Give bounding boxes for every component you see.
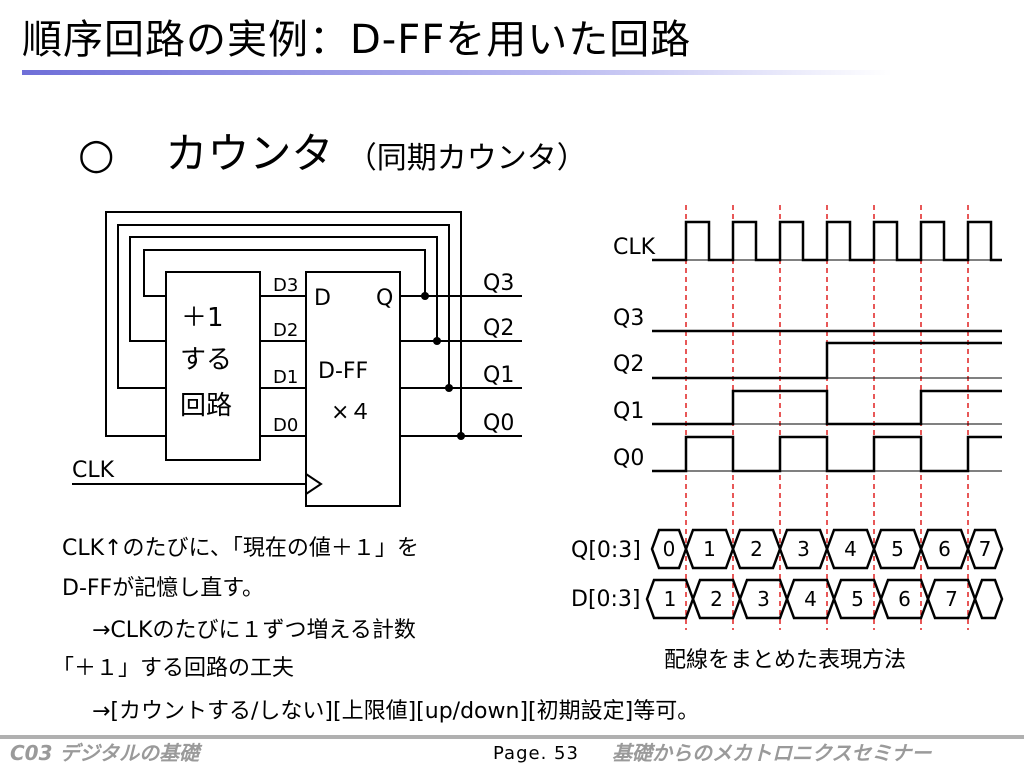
bus-q-segment [966,528,1004,570]
q2-waveform [652,341,1002,380]
dff-name: D-FF [318,359,368,384]
bus-d-value: 3 [757,587,770,611]
bus-d-value: 6 [898,587,911,611]
section-heading: ○ カウンタ （同期カウンタ） [78,126,587,187]
d0-label: D0 [273,415,298,436]
text-line-4: 「＋１」する回路の工夫 [52,656,295,681]
bus-q-value: 2 [750,537,763,561]
bus-q-value: 1 [703,537,716,561]
junction-dot [433,337,441,345]
q0-waveform [652,435,1002,473]
bus-q-value: 5 [891,537,904,561]
bus-q-value: 4 [844,537,857,561]
feedback-wire-q0 [105,211,462,437]
q2-label: Q2 [483,316,514,341]
q3-signal-label: Q3 [613,306,644,331]
q0-label: Q0 [483,411,514,436]
bus-d-value: 7 [945,587,958,611]
q1-label: Q1 [483,363,514,388]
bus-waveforms: 0 1 2 3 4 5 6 7 1 2 3 4 5 6 7 [645,528,1004,620]
q1-signal-label: Q1 [613,399,644,424]
text-line-3: →CLKのたびに１ずつ増える計数 [92,618,416,643]
footer-series-title: 基礎からのメカトロニクスセミナー [612,741,932,765]
footer-page-number: Page. 53 [493,743,579,764]
junction-dot [445,384,453,392]
dff-q-pin: Q [376,286,393,311]
d3-label: D3 [273,275,298,296]
text-line-2: D-FFが記憶し直す。 [62,576,264,601]
adder-label-3: 回路 [180,391,232,421]
footer-rule [0,735,1024,739]
bus-q-value: 3 [797,537,810,561]
dff-count: ×４ [331,400,371,425]
bus-q-label: Q[0:3] [571,538,641,563]
clk-input-label: CLK [72,458,115,483]
title-underline [22,70,892,75]
bus-d-value: 4 [804,587,817,611]
heading-text: カウンタ [165,129,334,178]
clk-waveform [652,220,1002,262]
text-line-5: →[カウントする/しない][上限値][up/down][初期設定]等可。 [92,699,700,724]
bus-q-value: 7 [979,537,992,561]
timing-labels: CLK Q3 Q2 Q1 Q0 Q[0:3] D[0:3] 配線をまとめた表現方… [571,235,906,673]
text-line-1: CLK↑のたびに、「現在の値＋１」を [62,536,419,561]
junction-dots [421,292,465,440]
bus-d-value: 2 [710,587,723,611]
adder-label-2: する [180,345,232,375]
page-title: 順序回路の実例：D-FFを用いた回路 [22,17,692,63]
heading-subtext: （同期カウンタ） [346,141,587,176]
adder-label-1: ＋1 [181,303,224,333]
bus-caption: 配線をまとめた表現方法 [664,648,906,673]
bus-d-label: D[0:3] [571,587,641,612]
feedback-wire-q2 [129,236,438,342]
q2-signal-label: Q2 [613,352,644,377]
dff-d-pin: D [314,286,331,311]
q1-waveform [652,389,1002,426]
feedback-wire-q1 [117,224,450,389]
clk-signal-label: CLK [613,235,656,260]
signal-baselines [652,259,1002,472]
junction-dot [421,292,429,300]
d1-label: D1 [273,367,298,388]
d2-label: D2 [273,320,298,341]
clock-triangle [305,473,323,495]
junction-dot [457,432,465,440]
q3-label: Q3 [483,271,514,296]
bus-q-value: 0 [663,537,676,561]
heading-bullet: ○ [78,129,115,178]
clock-edge-guides [685,205,969,630]
bus-q-value: 6 [938,537,951,561]
counter-circuit [72,211,522,507]
bus-d-value: 1 [664,587,677,611]
bus-d-segment [973,578,1004,620]
adder-block [165,271,261,461]
bus-d-value: 5 [851,587,864,611]
feedback-wire-q3 [143,249,426,297]
circuit-labels: ＋1 する 回路 D3 D2 D1 D0 D Q D-FF ×４ Q3 Q2 Q… [72,271,514,483]
q0-signal-label: Q0 [613,446,644,471]
footer-chapter: C03 デジタルの基礎 [10,741,200,765]
